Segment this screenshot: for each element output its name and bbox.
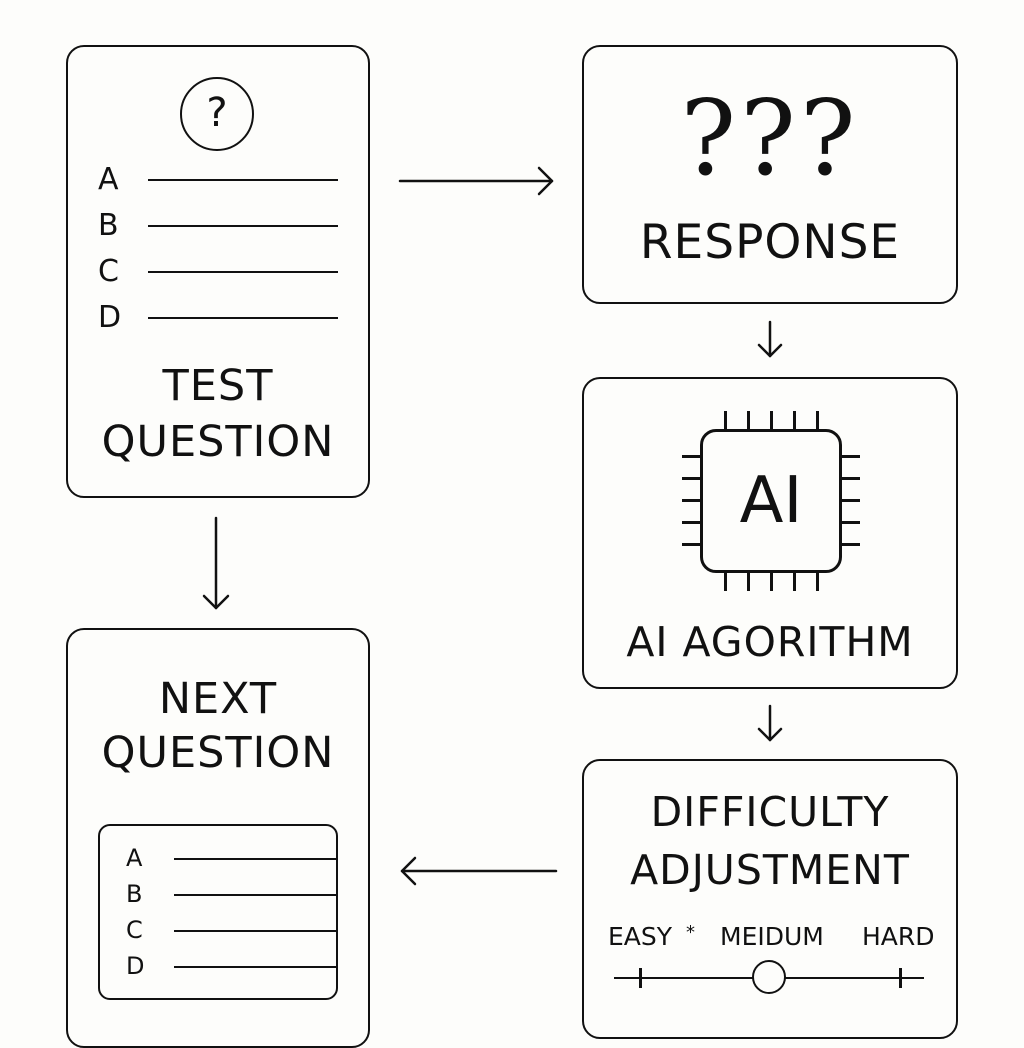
- level-easy-mark: *: [686, 922, 695, 943]
- option-line-c: [148, 271, 338, 273]
- option-line-a: [148, 179, 338, 181]
- level-medium-label: MEIDUM: [720, 922, 824, 951]
- level-easy-label: EASY: [608, 922, 673, 951]
- next-option-line-d: [174, 966, 338, 968]
- next-option-letter-b: B: [126, 880, 143, 908]
- test-question-box: ? A B C D TEST QUESTION: [66, 45, 370, 498]
- test-question-title-line1: TEST: [162, 361, 274, 411]
- test-question-title-line2: QUESTION: [101, 417, 335, 467]
- level-hard-label: HARD: [862, 922, 935, 951]
- option-letter-c: C: [98, 254, 119, 289]
- option-line-d: [148, 317, 338, 319]
- chip-pin: [682, 477, 700, 480]
- response-box: ??? RESPONSE: [582, 45, 958, 304]
- option-letter-d: D: [98, 300, 122, 335]
- slider-tick-hard: [899, 968, 902, 988]
- chip-pin: [842, 455, 860, 458]
- arrow-difficulty-to-next: [400, 856, 558, 886]
- chip-pin: [747, 573, 750, 591]
- chip-pin: [770, 411, 773, 429]
- question-circle-icon: ?: [180, 77, 254, 151]
- next-question-options-card: A B C D: [98, 824, 338, 1000]
- difficulty-slider-thumb[interactable]: [752, 960, 786, 994]
- chip-pin: [724, 411, 727, 429]
- chip-pin: [682, 455, 700, 458]
- chip-pin: [747, 411, 750, 429]
- next-question-title-line1: NEXT: [158, 674, 278, 724]
- option-letter-b: B: [98, 208, 119, 243]
- response-question-marks: ???: [680, 77, 860, 199]
- arrow-test-to-next: [202, 516, 230, 610]
- next-option-letter-d: D: [126, 952, 145, 980]
- chip-pin: [816, 573, 819, 591]
- chip-pin: [842, 521, 860, 524]
- option-line-b: [148, 225, 338, 227]
- response-label: RESPONSE: [639, 215, 901, 270]
- ai-algorithm-box: AI AI AGORITHM: [582, 377, 958, 689]
- difficulty-title-line2: ADJUSTMENT: [630, 846, 910, 894]
- next-question-title-line2: QUESTION: [101, 728, 335, 778]
- ai-chip-icon: AI: [700, 429, 842, 573]
- next-option-line-c: [174, 930, 338, 932]
- next-option-line-a: [174, 858, 338, 860]
- next-option-letter-a: A: [126, 844, 143, 872]
- next-question-box: NEXT QUESTION A B C D: [66, 628, 370, 1048]
- difficulty-adjustment-box: DIFFICULTY ADJUSTMENT EASY * MEIDUM HARD: [582, 759, 958, 1039]
- chip-pin: [842, 477, 860, 480]
- next-option-line-b: [174, 894, 338, 896]
- chip-pin: [842, 499, 860, 502]
- arrow-ai-to-difficulty: [757, 704, 783, 742]
- chip-pin: [793, 411, 796, 429]
- next-option-letter-c: C: [126, 916, 143, 944]
- chip-pin: [842, 543, 860, 546]
- chip-pin: [770, 573, 773, 591]
- slider-tick-easy: [639, 968, 642, 988]
- option-letter-a: A: [98, 162, 119, 197]
- arrow-response-to-ai: [757, 320, 783, 358]
- arrow-test-to-response: [398, 166, 554, 196]
- ai-algorithm-label: AI AGORITHM: [626, 618, 914, 666]
- chip-pin: [816, 411, 819, 429]
- chip-pin: [682, 499, 700, 502]
- chip-pin: [682, 521, 700, 524]
- chip-pin: [724, 573, 727, 591]
- chip-pin: [793, 573, 796, 591]
- chip-pin: [682, 543, 700, 546]
- difficulty-title-line1: DIFFICULTY: [650, 788, 890, 836]
